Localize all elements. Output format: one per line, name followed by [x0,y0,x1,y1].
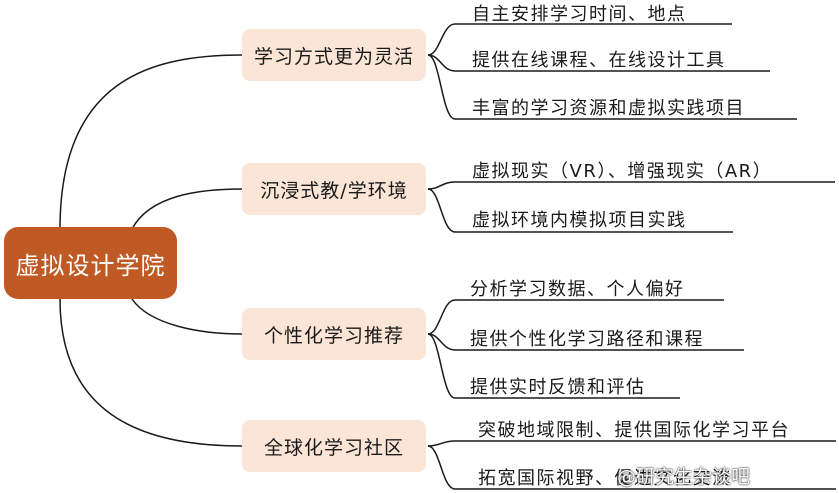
branch-node-flexible-learning: 学习方式更为灵活 [242,29,426,81]
link-b4-leaf-1 [427,440,836,447]
link-b2-leaf-2 [427,188,733,233]
link-root-branch-2 [131,188,243,230]
watermark-text: @研究生杂谈吧 [617,466,751,488]
link-root-branch-3 [131,298,243,335]
link-b3-leaf-1 [427,299,724,335]
link-b3-leaf-2 [427,333,744,351]
leaf-b1-1: 自主安排学习时间、地点 [472,4,687,25]
link-b1-leaf-2 [427,54,770,72]
link-b3-leaf-3 [427,333,680,399]
leaf-b3-1: 分析学习数据、个人偏好 [470,279,685,300]
leaf-b4-2: 拓宽国际视野、促进文化交流 [478,468,732,489]
leaf-b1-2: 提供在线课程、在线设计工具 [472,50,726,71]
link-b2-leaf-1 [427,181,835,190]
branch-node-personalized-recommendation: 个性化学习推荐 [242,308,426,360]
leaf-b3-3: 提供实时反馈和评估 [470,377,646,398]
leaf-b1-3: 丰富的学习资源和虚拟实践项目 [472,98,745,119]
branch-node-global-community: 全球化学习社区 [242,420,426,472]
link-b1-leaf-3 [427,54,797,120]
leaf-b2-1: 虚拟现实（VR）、增强现实（AR） [472,161,773,182]
link-root-branch-1 [59,54,243,230]
leaf-b4-1: 突破地域限制、提供国际化学习平台 [478,420,790,441]
branch-node-immersive-environment: 沉浸式教/学环境 [242,163,426,215]
leaf-b2-2: 虚拟环境内模拟项目实践 [472,210,687,231]
link-b4-leaf-2 [427,445,836,490]
link-b1-leaf-1 [427,23,732,56]
leaf-b3-2: 提供个性化学习路径和课程 [470,329,704,350]
link-root-branch-4 [59,298,243,447]
root-node: 虚拟设计学院 [4,227,177,299]
